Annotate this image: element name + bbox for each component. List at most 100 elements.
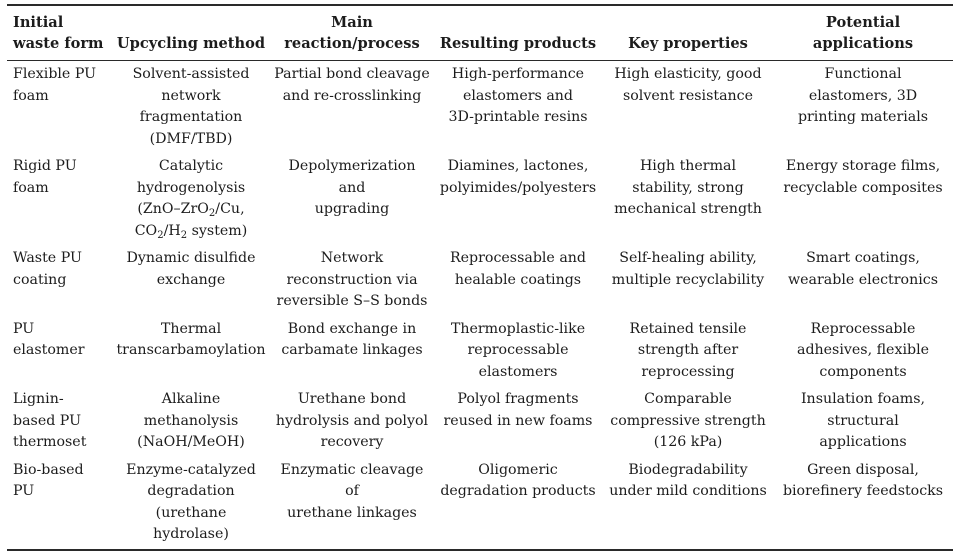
cell-line: 3D-printable resins [448,109,588,125]
table-cell-resulting-products: Polyol fragments reused in new foams [433,386,603,457]
table-cell-main-reaction: Bond exchange in carbamate linkages [271,316,433,387]
cell-line: Bio-based [13,461,84,478]
formula-text: /H [163,222,181,239]
cell-line: applications [819,434,907,450]
cell-line: Oligomeric [478,461,558,478]
table-cell-potential-applications: Green disposal,biorefinery feedstocks [773,456,953,551]
cell-line: wearable electronics [788,271,938,288]
cell-line: Enzyme-catalyzed [126,461,256,478]
cell-line: Resulting products [439,35,597,52]
formula-text: CO [134,222,158,239]
table-cell-resulting-products: Diamines, lactones,polyimides/polyesters [433,153,603,245]
cell-line: carbamate linkages [281,342,423,358]
cell-line: hydrogenolysis [136,179,246,196]
table-cell-potential-applications: Smart coatings, wearable electronics [773,245,953,316]
cell-line: Potential [825,14,901,31]
cell-line: network [161,87,221,104]
cell-line: Initial [13,14,64,31]
cell-line: elastomers and [462,87,573,104]
cell-line: elastomer [13,342,85,358]
cell-line: exchange [156,271,226,288]
cell-line: Upcycling method [116,35,266,52]
cell-line: Network [320,250,384,266]
cell-line: reprocessing [641,363,735,380]
cell-line: PU [13,483,35,499]
cell-line: Partial bond cleavage [274,66,430,82]
cell-line: Retained tensile [629,320,747,337]
cell-line: High elasticity, good [614,66,762,82]
cell-line: reversible S–S bonds [276,293,428,309]
cell-line: hydrolase) [153,526,229,542]
cell-line: (126 kPa) [653,434,723,450]
cell-line: Comparable [644,391,732,407]
cell-line: waste form [13,35,104,52]
cell-line: Diamines, lactones, [447,158,589,174]
cell-line: Lignin- [13,391,64,407]
cell-line: mechanical strength [614,201,762,217]
table-cell-upcycling-method: Enzyme-catalyzed degradation (urethane hyd… [111,456,271,551]
table-cell-main-reaction: Network reconstruction via reversible S–S … [271,245,433,316]
cell-line: High-performance [451,66,585,82]
cell-line: Enzymatic cleavage of [280,461,424,500]
cell-line: Reprocessable and [449,250,587,266]
cell-line: based PU [13,412,82,429]
cell-line: Bond exchange in [287,320,417,337]
table-cell-resulting-products: Oligomeric degradation products [433,456,603,551]
cell-line: recyclable composites [783,179,943,196]
cell-line: recovery [320,434,384,450]
table-cell-potential-applications: Energy storage films, recyclable composit… [773,153,953,245]
cell-line: Depolymerization and [288,158,416,196]
cell-line: healable coatings [454,271,582,288]
cell-line: strength after [637,342,739,358]
cell-line: Self-healing ability, [619,250,757,266]
cell-line: degradation products [440,483,596,499]
cell-line: Reprocessable [810,320,916,337]
cell-line: methanolysis [143,412,239,429]
cell-line: adhesives, flexible [796,342,930,358]
cell-line: Main [331,14,373,31]
cell-line: multiple recyclability [611,271,765,288]
cell-line: printing materials [797,109,929,125]
cell-line: components [819,363,907,380]
formula-subscript: 2 [208,208,216,219]
cell-line: reused in new foams [443,412,593,429]
cell-line: applications [812,35,914,52]
cell-line: Thermal [160,320,222,337]
formula-subscript: 2 [180,229,188,241]
column-header-upcycling-method: Upcycling method [111,4,271,61]
cell-line: Smart coatings, [806,250,920,266]
cell-line: coating [13,271,67,288]
table-cell-resulting-products: High-performance elastomers and 3D-printab… [433,61,603,154]
cell-line: degradation (urethane [147,483,235,521]
cell-line: Thermoplastic-like [450,320,586,337]
cell-line: reconstruction via [286,271,418,288]
cell-line: Flexible PU [13,66,97,82]
cell-line: biorefinery feedstocks [782,483,944,499]
cell-line: under mild conditions [609,483,767,499]
cell-line: Polyol fragments [457,391,579,407]
cell-line: Energy storage films, [785,158,941,174]
cell-line: and re-crosslinking [282,87,422,104]
